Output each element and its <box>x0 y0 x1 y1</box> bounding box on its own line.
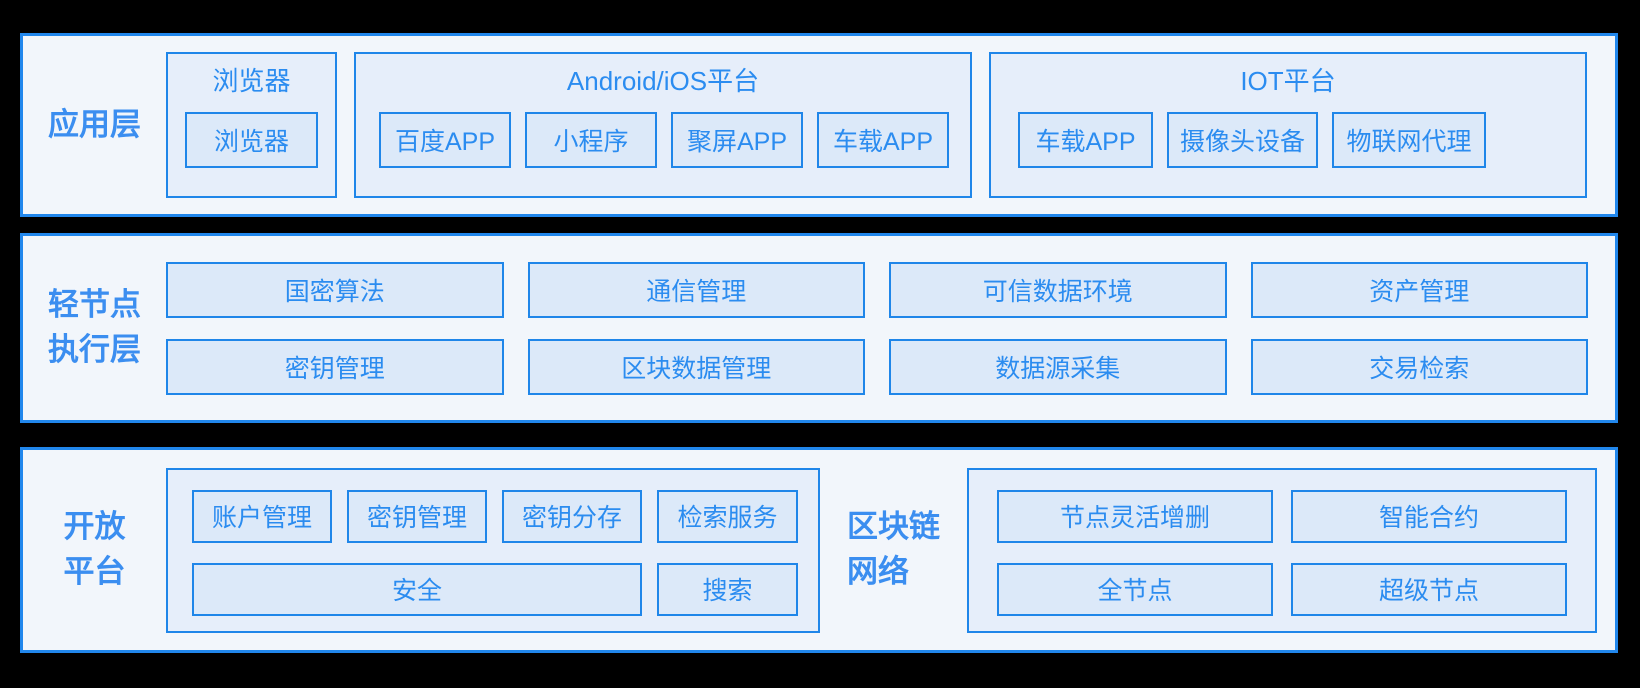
network-label-line2: 网络 <box>847 554 909 589</box>
layer-label-line2: 执行层 <box>48 332 141 367</box>
layer-label-line1: 轻节点 <box>48 287 141 323</box>
group-blockchain-network: 节点灵活增删 智能合约 全节点 超级节点 <box>967 467 1597 633</box>
light-node-layer-content: 国密算法 通信管理 可信数据环境 资产管理 密钥管理 区块数据管理 数据源采集 … <box>166 261 1615 395</box>
box-camera-device: 摄像头设备 <box>1167 112 1318 168</box>
box-security: 安全 <box>192 562 642 616</box>
group-iot-platform: IOT平台 车载APP 摄像头设备 物联网代理 <box>989 52 1587 198</box>
application-layer-content: 浏览器 浏览器 Android/iOS平台 百度APP 小程序 聚屏APP 车载… <box>166 52 1615 198</box>
box-smart-contract: 智能合约 <box>1291 489 1567 543</box>
network-label-line1: 区块链 <box>847 509 940 545</box>
box-full-node: 全节点 <box>997 562 1273 616</box>
group-android-ios-title: Android/iOS平台 <box>566 66 760 96</box>
box-data-source-collection: 数据源采集 <box>889 338 1227 395</box>
group-browser-title: 浏览器 <box>212 66 291 96</box>
layer-open-platform: 开放 平台 账户管理 密钥管理 密钥分存 检索服务 安全 搜索 区块链 网络 节… <box>20 447 1618 653</box>
box-key-mgmt: 密钥管理 <box>166 338 504 395</box>
box-transaction-retrieval: 交易检索 <box>1250 338 1588 395</box>
group-browser: 浏览器 浏览器 <box>166 52 337 198</box>
box-key-mgmt-platform: 密钥管理 <box>347 489 487 543</box>
box-national-crypto-algorithm: 国密算法 <box>166 261 504 318</box>
layer-application: 应用层 浏览器 浏览器 Android/iOS平台 百度APP 小程序 聚屏AP… <box>20 33 1618 217</box>
box-node-flexible-add-remove: 节点灵活增删 <box>997 489 1273 543</box>
box-asset-mgmt: 资产管理 <box>1250 261 1588 318</box>
box-juping-app: 聚屏APP <box>671 112 803 168</box>
box-retrieval-service: 检索服务 <box>657 489 798 543</box>
label-blockchain-network: 区块链 网络 <box>820 505 967 595</box>
box-account-mgmt: 账户管理 <box>192 489 332 543</box>
box-iot-agent: 物联网代理 <box>1332 112 1486 168</box>
layer-label-light-node: 轻节点 执行层 <box>23 283 166 373</box>
layer-label-line2: 平台 <box>63 554 126 589</box>
box-block-data-mgmt: 区块数据管理 <box>527 338 865 395</box>
box-communication-mgmt: 通信管理 <box>527 261 865 318</box>
box-browser: 浏览器 <box>185 112 318 168</box>
layer-label-line1: 开放 <box>63 509 126 545</box>
layer-label-lines: 轻节点 执行层 <box>48 283 141 373</box>
box-iot-vehicle-app: 车载APP <box>1018 112 1153 168</box>
group-iot-title: IOT平台 <box>1240 66 1336 96</box>
box-search: 搜索 <box>657 562 798 616</box>
layer-label-text: 应用层 <box>48 106 141 142</box>
label-blockchain-network-lines: 区块链 网络 <box>847 505 940 595</box>
layer-label-open-platform: 开放 平台 <box>23 505 166 595</box>
group-android-ios-platform: Android/iOS平台 百度APP 小程序 聚屏APP 车载APP <box>354 52 972 198</box>
group-open-platform-services: 账户管理 密钥管理 密钥分存 检索服务 安全 搜索 <box>166 467 820 633</box>
box-key-sharding: 密钥分存 <box>502 489 642 543</box>
layer-label-application: 应用层 <box>23 103 166 148</box>
box-mini-program: 小程序 <box>525 112 657 168</box>
box-baidu-app: 百度APP <box>379 112 511 168</box>
layer-light-node-execution: 轻节点 执行层 国密算法 通信管理 可信数据环境 资产管理 密钥管理 区块数据管… <box>20 233 1618 423</box>
group-iot-boxes: 车载APP 摄像头设备 物联网代理 <box>991 112 1585 168</box>
box-vehicle-app: 车载APP <box>817 112 949 168</box>
open-platform-content: 账户管理 密钥管理 密钥分存 检索服务 安全 搜索 区块链 网络 节点灵活增删 … <box>166 467 1622 633</box>
group-browser-boxes: 浏览器 <box>168 112 335 168</box>
layer-label-lines: 开放 平台 <box>64 505 126 595</box>
box-trusted-data-env: 可信数据环境 <box>889 261 1227 318</box>
group-android-ios-boxes: 百度APP 小程序 聚屏APP 车载APP <box>356 112 970 168</box>
box-super-node: 超级节点 <box>1291 562 1567 616</box>
